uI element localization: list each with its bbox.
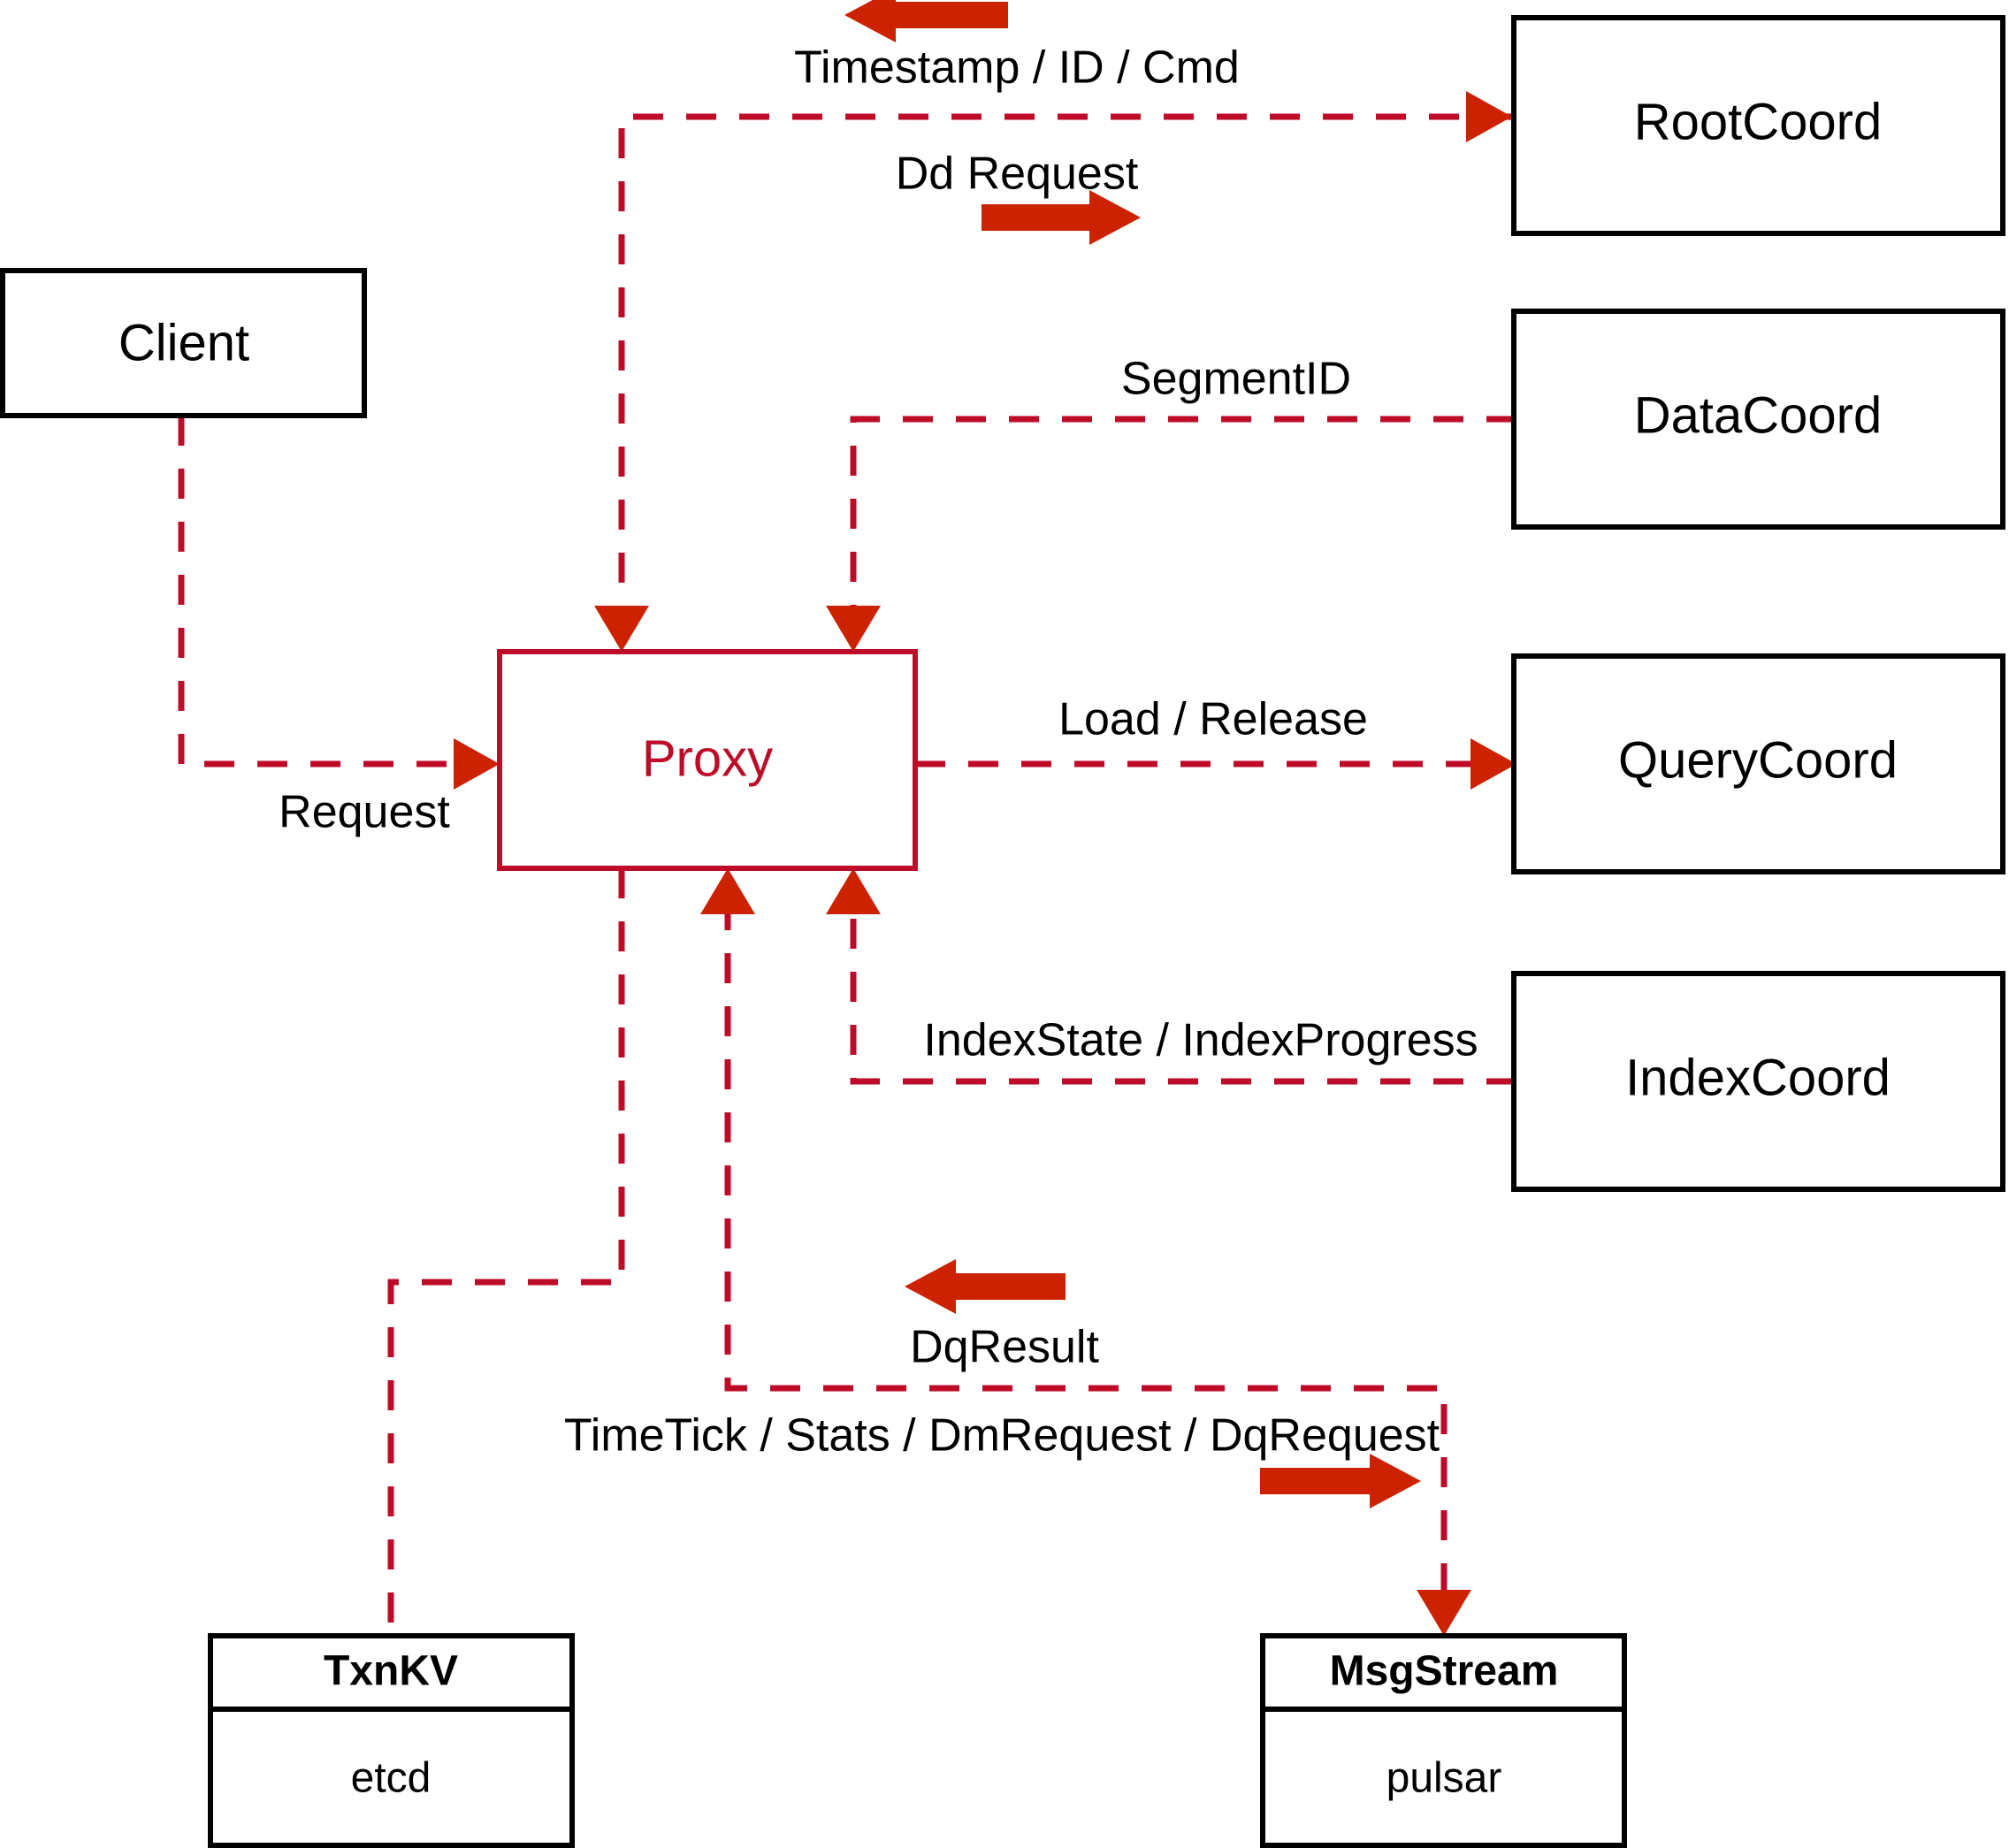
edge-label-timetick-stats-dmrequest-dqrequest: TimeTick / Stats / DmRequest / DqRequest [564, 1410, 1440, 1462]
node-data-coord-label: DataCoord [1634, 386, 1882, 444]
direction-arrow-timestamp-left [844, 0, 1008, 42]
edge-load-release [915, 738, 1516, 790]
arrowhead-into-rootcoord [1466, 91, 1512, 142]
edge-proxy-txnkv [387, 868, 625, 1636]
edge-label-dq-result: DqResult [910, 1322, 1099, 1373]
direction-arrow-dd-request-right [982, 190, 1141, 245]
edge-label-segment-id: SegmentID [1121, 354, 1351, 405]
node-index-coord-label: IndexCoord [1625, 1049, 1891, 1106]
node-msgstream-impl: pulsar [1386, 1755, 1502, 1802]
arrowhead-into-proxy-top-right [826, 606, 881, 652]
node-root-coord[interactable]: RootCoord [1511, 15, 2005, 236]
direction-arrow-timetick-right [1260, 1454, 1421, 1508]
node-root-coord-label: RootCoord [1634, 93, 1882, 150]
node-txnkv-label: TxnKV [324, 1648, 458, 1695]
node-msgstream[interactable]: MsgStream pulsar [1260, 1633, 1627, 1848]
edge-timestamp-id-cmd [594, 113, 1512, 652]
edge-label-request: Request [279, 787, 450, 838]
edge-index-state-progress [826, 868, 1516, 1085]
arrowhead-into-proxy-top-left [594, 606, 649, 652]
node-proxy[interactable]: Proxy [497, 649, 918, 871]
edge-segment-id [826, 416, 1516, 652]
edge-label-dd-request: Dd Request [896, 149, 1139, 200]
arrowhead-into-proxy-bottom-center [700, 868, 755, 914]
node-client[interactable]: Client [0, 268, 367, 418]
node-query-coord[interactable]: QueryCoord [1511, 653, 2005, 874]
node-proxy-label: Proxy [642, 729, 773, 787]
node-client-label: Client [118, 314, 249, 371]
edge-request [178, 416, 500, 790]
node-msgstream-label: MsgStream [1330, 1648, 1559, 1695]
node-data-coord[interactable]: DataCoord [1511, 309, 2005, 530]
direction-arrow-dqresult-left [905, 1259, 1066, 1314]
edge-label-load-release: Load / Release [1058, 694, 1368, 745]
edge-dq-result [700, 868, 1471, 1636]
edge-label-timestamp-id-cmd: Timestamp / ID / Cmd [794, 42, 1240, 94]
arrowhead-into-proxy-bottom-right [826, 868, 881, 914]
node-query-coord-label: QueryCoord [1618, 731, 1898, 789]
arrowhead-into-msgstream [1417, 1590, 1471, 1636]
arrowhead-into-proxy-left [454, 738, 500, 790]
edge-dd-request-head [1466, 91, 1512, 142]
edge-label-index-state-progress: IndexState / IndexProgress [923, 1015, 1478, 1066]
node-txnkv[interactable]: TxnKV etcd [208, 1633, 575, 1848]
node-txnkv-impl: etcd [351, 1755, 432, 1802]
arrowhead-into-querycoord [1470, 738, 1516, 790]
node-index-coord[interactable]: IndexCoord [1511, 971, 2005, 1192]
